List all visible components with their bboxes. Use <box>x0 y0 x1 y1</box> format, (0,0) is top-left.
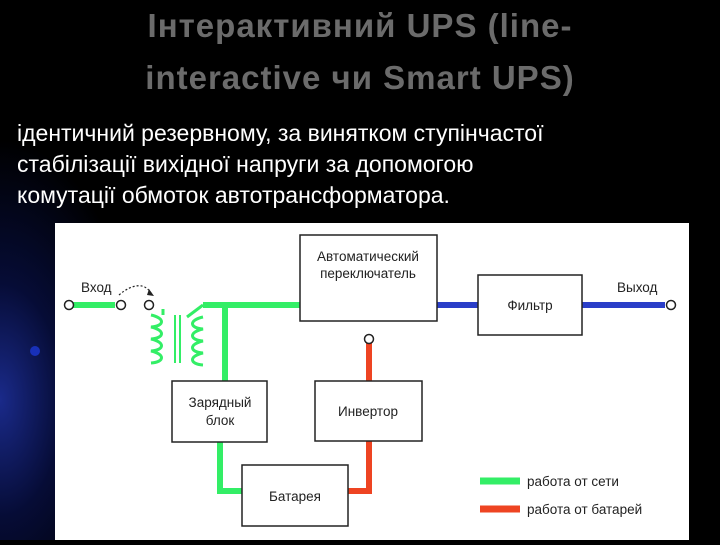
tap-switch-arrowhead-icon <box>147 289 154 296</box>
description-line-2: стабілізації вихідної напруги за допомог… <box>17 151 474 177</box>
title-line-2: interactive чи Smart UPS) <box>145 59 575 96</box>
secondary-winding <box>191 315 204 367</box>
inverter-block <box>314 380 423 442</box>
filter-label: Фильтр <box>507 298 552 313</box>
filter-block <box>477 274 583 336</box>
autotransformer-icon <box>150 309 204 367</box>
description-line-3: комутації обмоток автотрансформатора. <box>17 182 450 208</box>
battery-block <box>241 464 349 527</box>
input-terminal <box>63 299 75 311</box>
legend-battery-label: работа от батарей <box>527 502 642 517</box>
switch-battery-terminal <box>363 333 375 345</box>
output-label: Выход <box>617 280 658 295</box>
switch-label-line-1: Автоматический <box>317 249 419 264</box>
title-line-1: Інтерактивний UPS (line- <box>147 7 573 44</box>
slide-description: ідентичний резервному, за винятком ступі… <box>17 118 707 211</box>
description-line-1: ідентичний резервному, за винятком ступі… <box>17 120 544 146</box>
ups-block-diagram: Вход Выход Автоматический переключатель … <box>63 234 677 527</box>
battery-label: Батарея <box>269 489 321 504</box>
legend-mains-label: работа от сети <box>527 474 619 489</box>
tap-terminal-2 <box>143 299 155 311</box>
tap-switch-arrow-icon <box>118 285 152 296</box>
tap-terminal-1 <box>115 299 127 311</box>
diagram-legend: работа от сети работа от батарей <box>480 474 642 517</box>
output-terminal <box>665 299 677 311</box>
transformer-secondary-tap <box>186 303 204 319</box>
charger-label-line-1: Зарядный <box>189 395 252 410</box>
input-label: Вход <box>81 280 112 295</box>
ups-diagram-panel: Вход Выход Автоматический переключатель … <box>55 223 689 540</box>
switch-label-line-2: переключатель <box>320 266 416 281</box>
charger-block <box>171 380 268 443</box>
primary-winding <box>150 309 165 365</box>
battery-to-inverter-line <box>348 441 372 494</box>
battery-power-lines <box>348 341 372 494</box>
bullet-dot <box>30 346 40 356</box>
slide-title: Інтерактивний UPS (line- interactive чи … <box>0 0 720 104</box>
automatic-switch-block <box>299 234 438 322</box>
charger-to-battery-line <box>217 442 242 494</box>
inverter-label: Инвертор <box>338 404 398 419</box>
charger-label-line-2: блок <box>206 413 235 428</box>
